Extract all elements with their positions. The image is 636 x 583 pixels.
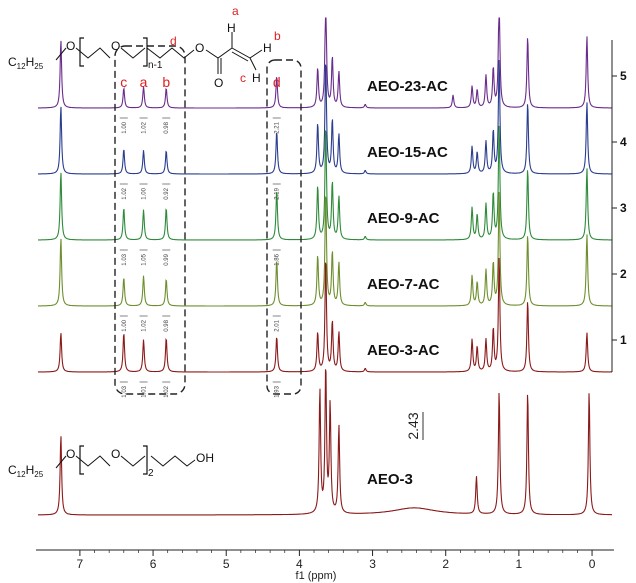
acrylate-vinyl [231, 32, 263, 71]
acrylate-linker [146, 47, 195, 59]
peak-letter-a: a [140, 74, 148, 90]
integral-value-aeo-23-ac-0: 1.00 [122, 121, 128, 133]
x-tick-label-2: 2 [442, 557, 449, 571]
integral-value-aeo-9-ac-0: 1.03 [122, 253, 128, 265]
acrylate-ethoxy-chain [75, 47, 111, 59]
right-tick-label-2: 2 [620, 267, 627, 281]
integral-d-aeo-15-ac: 2.19 [275, 187, 281, 199]
x-tick-label-1: 1 [516, 557, 523, 571]
peak-letter-c: c [120, 74, 127, 90]
alcohol-chain-2 [120, 455, 146, 467]
x-tick-label-5: 5 [223, 557, 230, 571]
spectrum-aeo-3-ac [38, 257, 612, 373]
peak-letter-d: d [273, 74, 281, 90]
x-axis-ticks: 7 6 5 4 3 2 1 0 [77, 550, 596, 571]
series-label-aeo-3: AEO-3 [367, 471, 413, 488]
acrylate-h-b: H [263, 41, 272, 55]
alcohol-oxygen-1: O [66, 447, 75, 461]
acrylate-ester-oxygen: O [195, 41, 204, 55]
series-label-aeo-15-ac: AEO-15-AC [367, 144, 448, 161]
integral-value-aeo-9-ac-2: 0.99 [164, 253, 170, 265]
integral-value-aeo-3-ac-0: 1.03 [122, 385, 128, 397]
acrylate-oxygen-2: O [111, 39, 120, 53]
alcohol-end-chain [150, 455, 196, 467]
spectra-layer: AEO-23-AC AEO-15-AC AEO-9-AC AEO-7-AC AEO-3-… [38, 17, 612, 516]
acrylate-ester-bonds [205, 47, 233, 74]
integral-d-aeo-23-ac: 2.21 [275, 121, 281, 133]
acrylate-chain-2 [120, 47, 146, 59]
integral-value-aeo-15-ac-2: 0.92 [164, 187, 170, 199]
alcohol-hydroxyl: OH [196, 451, 214, 465]
series-label-aeo-3-ac: AEO-3-AC [367, 342, 440, 359]
integral-d-aeo-9-ac: 1.86 [275, 253, 281, 265]
right-axis-ticks: 1 2 3 4 5 [612, 69, 627, 347]
acrylate-carbonyl-oxygen: O [214, 76, 223, 90]
integral-value-aeo-15-ac-0: 1.02 [122, 187, 128, 199]
acrylate-h-c: H [252, 71, 261, 85]
acrylate-repeat-bracket-left [79, 37, 84, 67]
spectrum-aeo-23-ac [38, 17, 612, 109]
integral-d-aeo-7-ac: 2.01 [275, 319, 281, 331]
x-tick-label-7: 7 [77, 557, 84, 571]
spectrum-aeo-7-ac [38, 191, 612, 307]
acrylate-label-a: a [232, 4, 239, 18]
integral-value-aeo-7-ac-0: 1.00 [122, 319, 128, 331]
alcohol-ethoxy-chain [75, 455, 111, 467]
alcohol-alkyl: C12H25 [8, 463, 44, 479]
acrylate-oxygen-1: O [66, 39, 75, 53]
alcohol-repeat-bracket-left [79, 445, 84, 475]
x-axis-title: f1 (ppm) [296, 570, 337, 582]
spectrum-aeo-15-ac [38, 59, 612, 175]
integral-value-aeo-15-ac-1: 1.00 [142, 187, 148, 199]
x-tick-label-4: 4 [296, 557, 303, 571]
integral-value-aeo-3-ac-2: 1.02 [164, 385, 170, 397]
oh-integral-value: 2.43 [405, 412, 421, 439]
acrylate-label-c: c [240, 71, 246, 85]
series-label-aeo-7-ac: AEO-7-AC [367, 276, 440, 293]
series-label-aeo-9-ac: AEO-9-AC [367, 210, 440, 227]
acrylate-alkyl: C12H25 [8, 55, 44, 71]
ester-region-box [266, 59, 302, 395]
acrylate-h-a: H [227, 21, 236, 35]
acrylate-label-b: b [274, 29, 281, 43]
alcohol-structure: C12H25 O O 2 OH [8, 445, 214, 479]
integral-value-aeo-23-ac-1: 1.02 [142, 121, 148, 133]
right-tick-label-1: 1 [620, 333, 627, 347]
spectrum-aeo-3 [38, 369, 612, 516]
alcohol-repeat-subscript: 2 [148, 468, 154, 479]
acrylate-structure: C12H25 O O n-1 d O O H a H b H c [8, 4, 281, 90]
integral-d-aeo-3-ac: 1.93 [275, 385, 281, 397]
alcohol-oxygen-2: O [111, 447, 120, 461]
integral-value-aeo-23-ac-2: 0.98 [164, 121, 170, 133]
series-label-aeo-23-ac: AEO-23-AC [367, 78, 448, 95]
alcohol-repeat-bracket-right [143, 445, 148, 475]
right-tick-label-4: 4 [620, 135, 627, 149]
integral-value-aeo-7-ac-2: 0.98 [164, 319, 170, 331]
vinyl-region-box [114, 45, 186, 395]
integral-value-aeo-7-ac-1: 1.02 [142, 319, 148, 331]
x-tick-label-0: 0 [589, 557, 596, 571]
spectrum-aeo-9-ac [38, 125, 612, 241]
alcohol-bond-alkyl [55, 455, 67, 469]
peak-letter-b: b [162, 74, 170, 90]
integral-value-aeo-3-ac-1: 1.01 [142, 385, 148, 397]
integral-value-aeo-9-ac-1: 1.05 [142, 253, 148, 265]
right-tick-label-3: 3 [620, 201, 627, 215]
acrylate-repeat-bracket-right [143, 37, 148, 67]
x-tick-label-3: 3 [369, 557, 376, 571]
acrylate-bond-alkyl [55, 47, 67, 61]
acrylate-label-d: d [170, 34, 177, 48]
acrylate-repeat-subscript: n-1 [148, 60, 163, 71]
x-axis: 7 6 5 4 3 2 1 0 f1 (ppm) [36, 549, 614, 582]
right-axis: 1 2 3 4 5 [611, 40, 627, 372]
x-tick-label-6: 6 [150, 557, 157, 571]
right-tick-label-5: 5 [620, 69, 627, 83]
